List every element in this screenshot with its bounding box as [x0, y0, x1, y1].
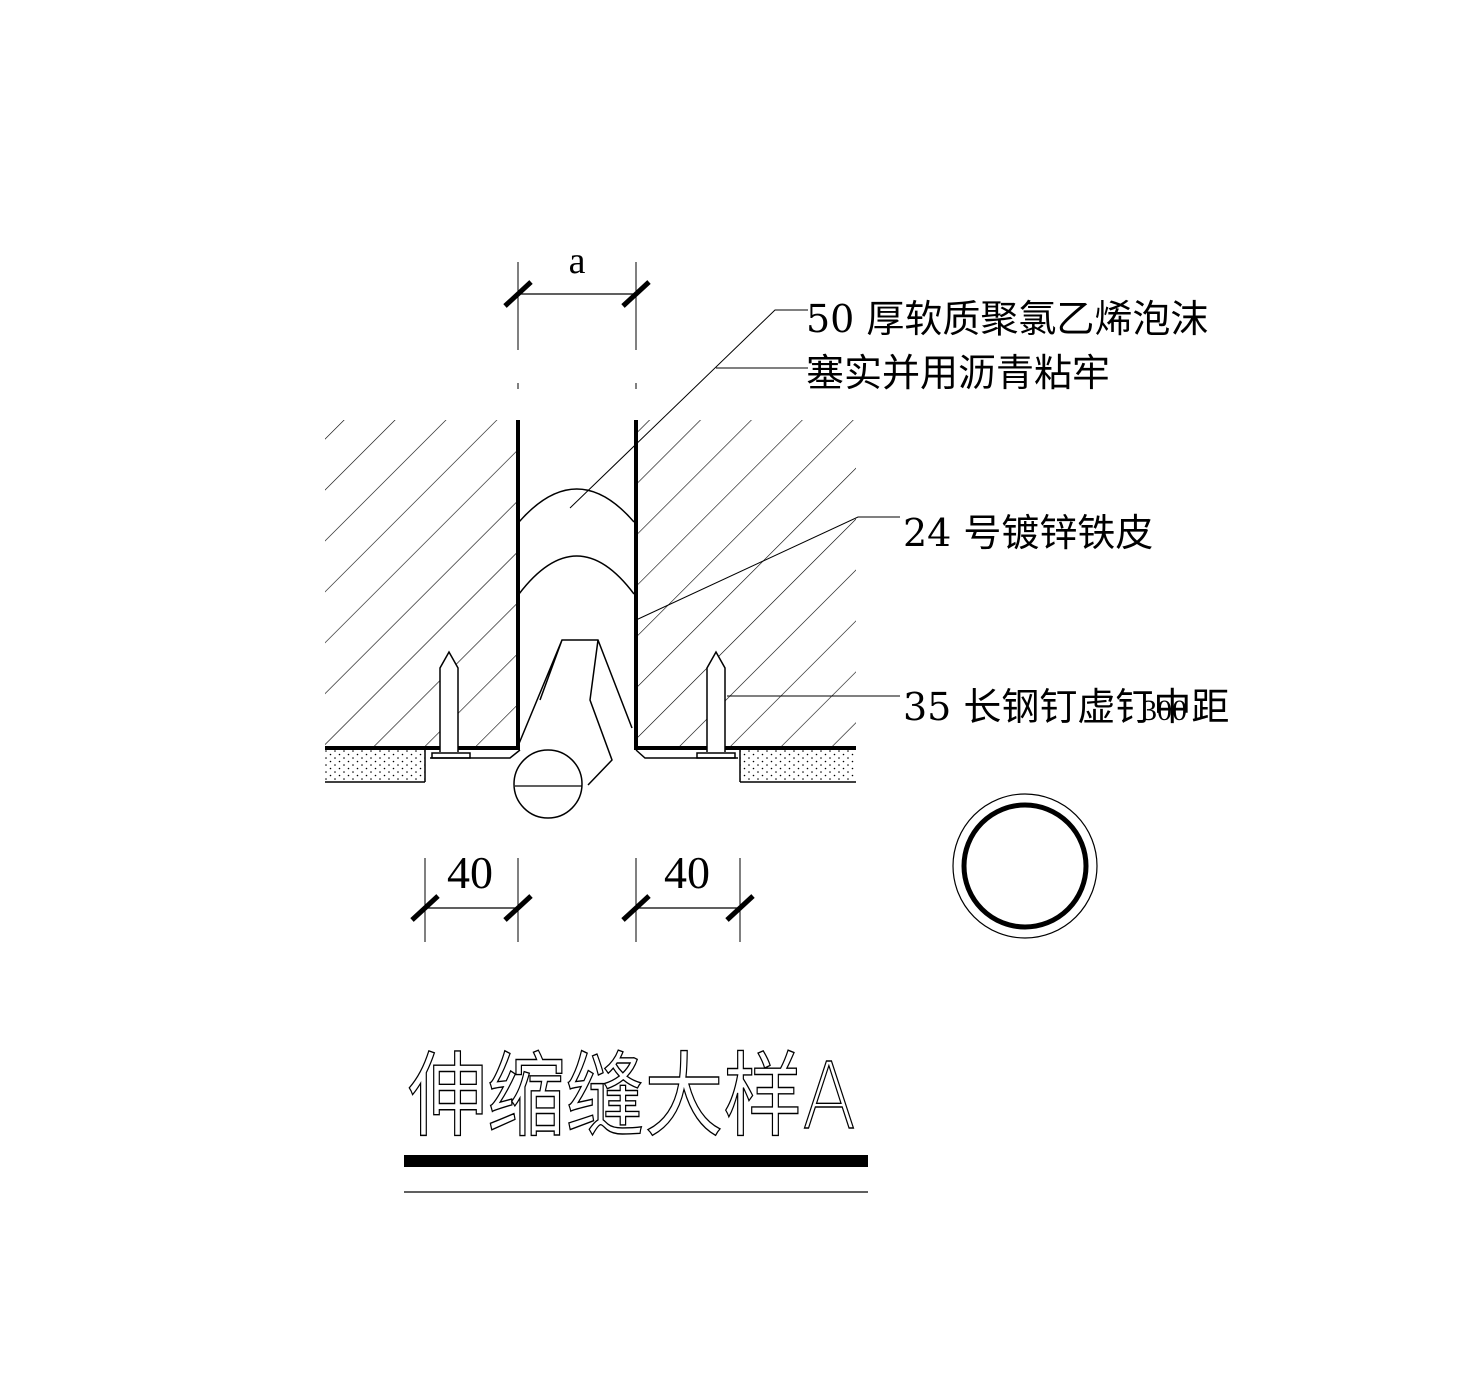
foam-arc-upper — [518, 488, 635, 523]
left-sheet — [325, 420, 520, 750]
right-wall-hatch — [636, 420, 856, 748]
dim-left-value: 40 — [447, 847, 493, 898]
label-sheet: 24 号镀锌铁皮 — [903, 511, 1153, 555]
dim-a-tick-left — [503, 280, 533, 308]
right-finish-layer — [740, 748, 856, 782]
label-foam-line2: 塞实并用沥青粘牢 — [806, 351, 1110, 395]
label-nail: 35 长钢钉虚钉中距 — [903, 685, 1229, 729]
dim-right-tick-1 — [621, 894, 651, 922]
leader-foam — [569, 309, 808, 509]
dim-left-tick-2 — [503, 894, 533, 922]
right-sheet — [634, 420, 856, 750]
detail-circle-inner — [961, 802, 1089, 930]
right-washer — [696, 752, 736, 759]
dim-right-tick-2 — [725, 894, 755, 922]
left-washer — [431, 752, 471, 759]
foam-arc-lower — [518, 555, 635, 595]
leader-sheet — [635, 516, 900, 621]
detail-circle-outer — [952, 793, 1098, 939]
left-wall-hatch — [325, 420, 518, 748]
title-underline-thick — [404, 1155, 868, 1167]
dim-right-value: 40 — [664, 847, 710, 898]
detail-title: 伸缩缝大样A — [408, 1043, 856, 1150]
dim-a-value: a — [569, 240, 586, 282]
sheet-fold — [517, 639, 633, 786]
left-nail — [439, 650, 459, 752]
dim-a-tick-right — [621, 280, 651, 308]
dim-left-tick-1 — [410, 894, 440, 922]
left-finish-layer — [325, 748, 425, 782]
label-foam-line1: 50 厚软质聚氯乙烯泡沫 — [806, 297, 1208, 341]
backer-rod — [513, 749, 583, 819]
label-nail-spacing: 300 — [1142, 694, 1187, 727]
right-nail — [706, 650, 726, 752]
